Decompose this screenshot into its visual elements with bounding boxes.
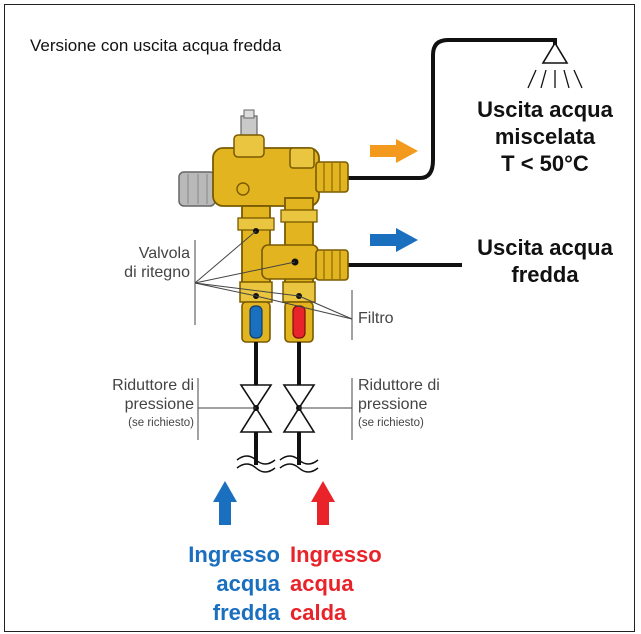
leader-reducers <box>197 378 353 440</box>
reducer-right-label: Riduttore di pressione (se richiesto) <box>358 376 478 433</box>
hot-inlet-label: Ingresso acqua calda <box>290 540 410 627</box>
pipe-break-symbol <box>236 455 319 465</box>
reducer-right-line-2: pressione <box>358 396 428 413</box>
leader-check-valve <box>194 230 300 325</box>
reducer-left-line-2: pressione <box>124 396 194 413</box>
reducer-right-line-1: Riduttore di <box>358 377 440 394</box>
filter-label: Filtro <box>358 310 394 327</box>
cold-outlet-line-1: Uscita acqua <box>477 235 613 260</box>
check-valve-line-2: di ritegno <box>124 264 190 281</box>
gate-valve-icon-left <box>239 384 273 433</box>
mixed-outlet-pipe <box>345 38 557 180</box>
reducer-right-line-3: (se richiesto) <box>358 417 424 429</box>
flow-arrow-icon-cold-in <box>213 481 237 525</box>
flow-arrow-icon-cold-out <box>370 228 418 252</box>
mixed-outlet-line-1: Uscita acqua <box>477 97 613 122</box>
reducer-left-line-3: (se richiesto) <box>128 417 194 429</box>
cold-inlet-line-1: Ingresso <box>188 542 280 567</box>
cold-outlet-label: Uscita acqua fredda <box>470 234 620 288</box>
cold-inlet-line-3: fredda <box>212 600 280 625</box>
hot-inlet-line-1: Ingresso <box>290 542 382 567</box>
flow-arrow-icon-mixed <box>370 139 418 163</box>
cold-outlet-line-2: fredda <box>511 262 579 287</box>
leader-filter <box>255 290 353 340</box>
flow-arrow-icon-hot-in <box>311 481 335 525</box>
gate-valve-icon-right <box>282 384 316 433</box>
check-valve-label: Valvola di ritegno <box>120 244 190 282</box>
diagram-frame <box>4 4 635 632</box>
check-valve-line-1: Valvola <box>138 245 190 262</box>
hot-inlet-line-3: calda <box>290 600 347 625</box>
shower-head-icon <box>527 41 583 89</box>
mixed-outlet-line-3: T < 50°C <box>501 151 589 176</box>
hot-inlet-line-2: acqua <box>290 571 354 596</box>
diagram-title: Versione con uscita acqua fredda <box>30 36 282 55</box>
mixed-outlet-label: Uscita acqua miscelata T < 50°C <box>470 96 620 177</box>
cold-inlet-label: Ingresso acqua fredda <box>160 540 280 627</box>
reducer-left-line-1: Riduttore di <box>112 377 194 394</box>
cold-inlet-line-2: acqua <box>216 571 280 596</box>
mixed-outlet-line-2: miscelata <box>494 124 596 149</box>
mixing-valve-body <box>178 109 349 343</box>
reducer-left-label: Riduttore di pressione (se richiesto) <box>86 376 194 433</box>
